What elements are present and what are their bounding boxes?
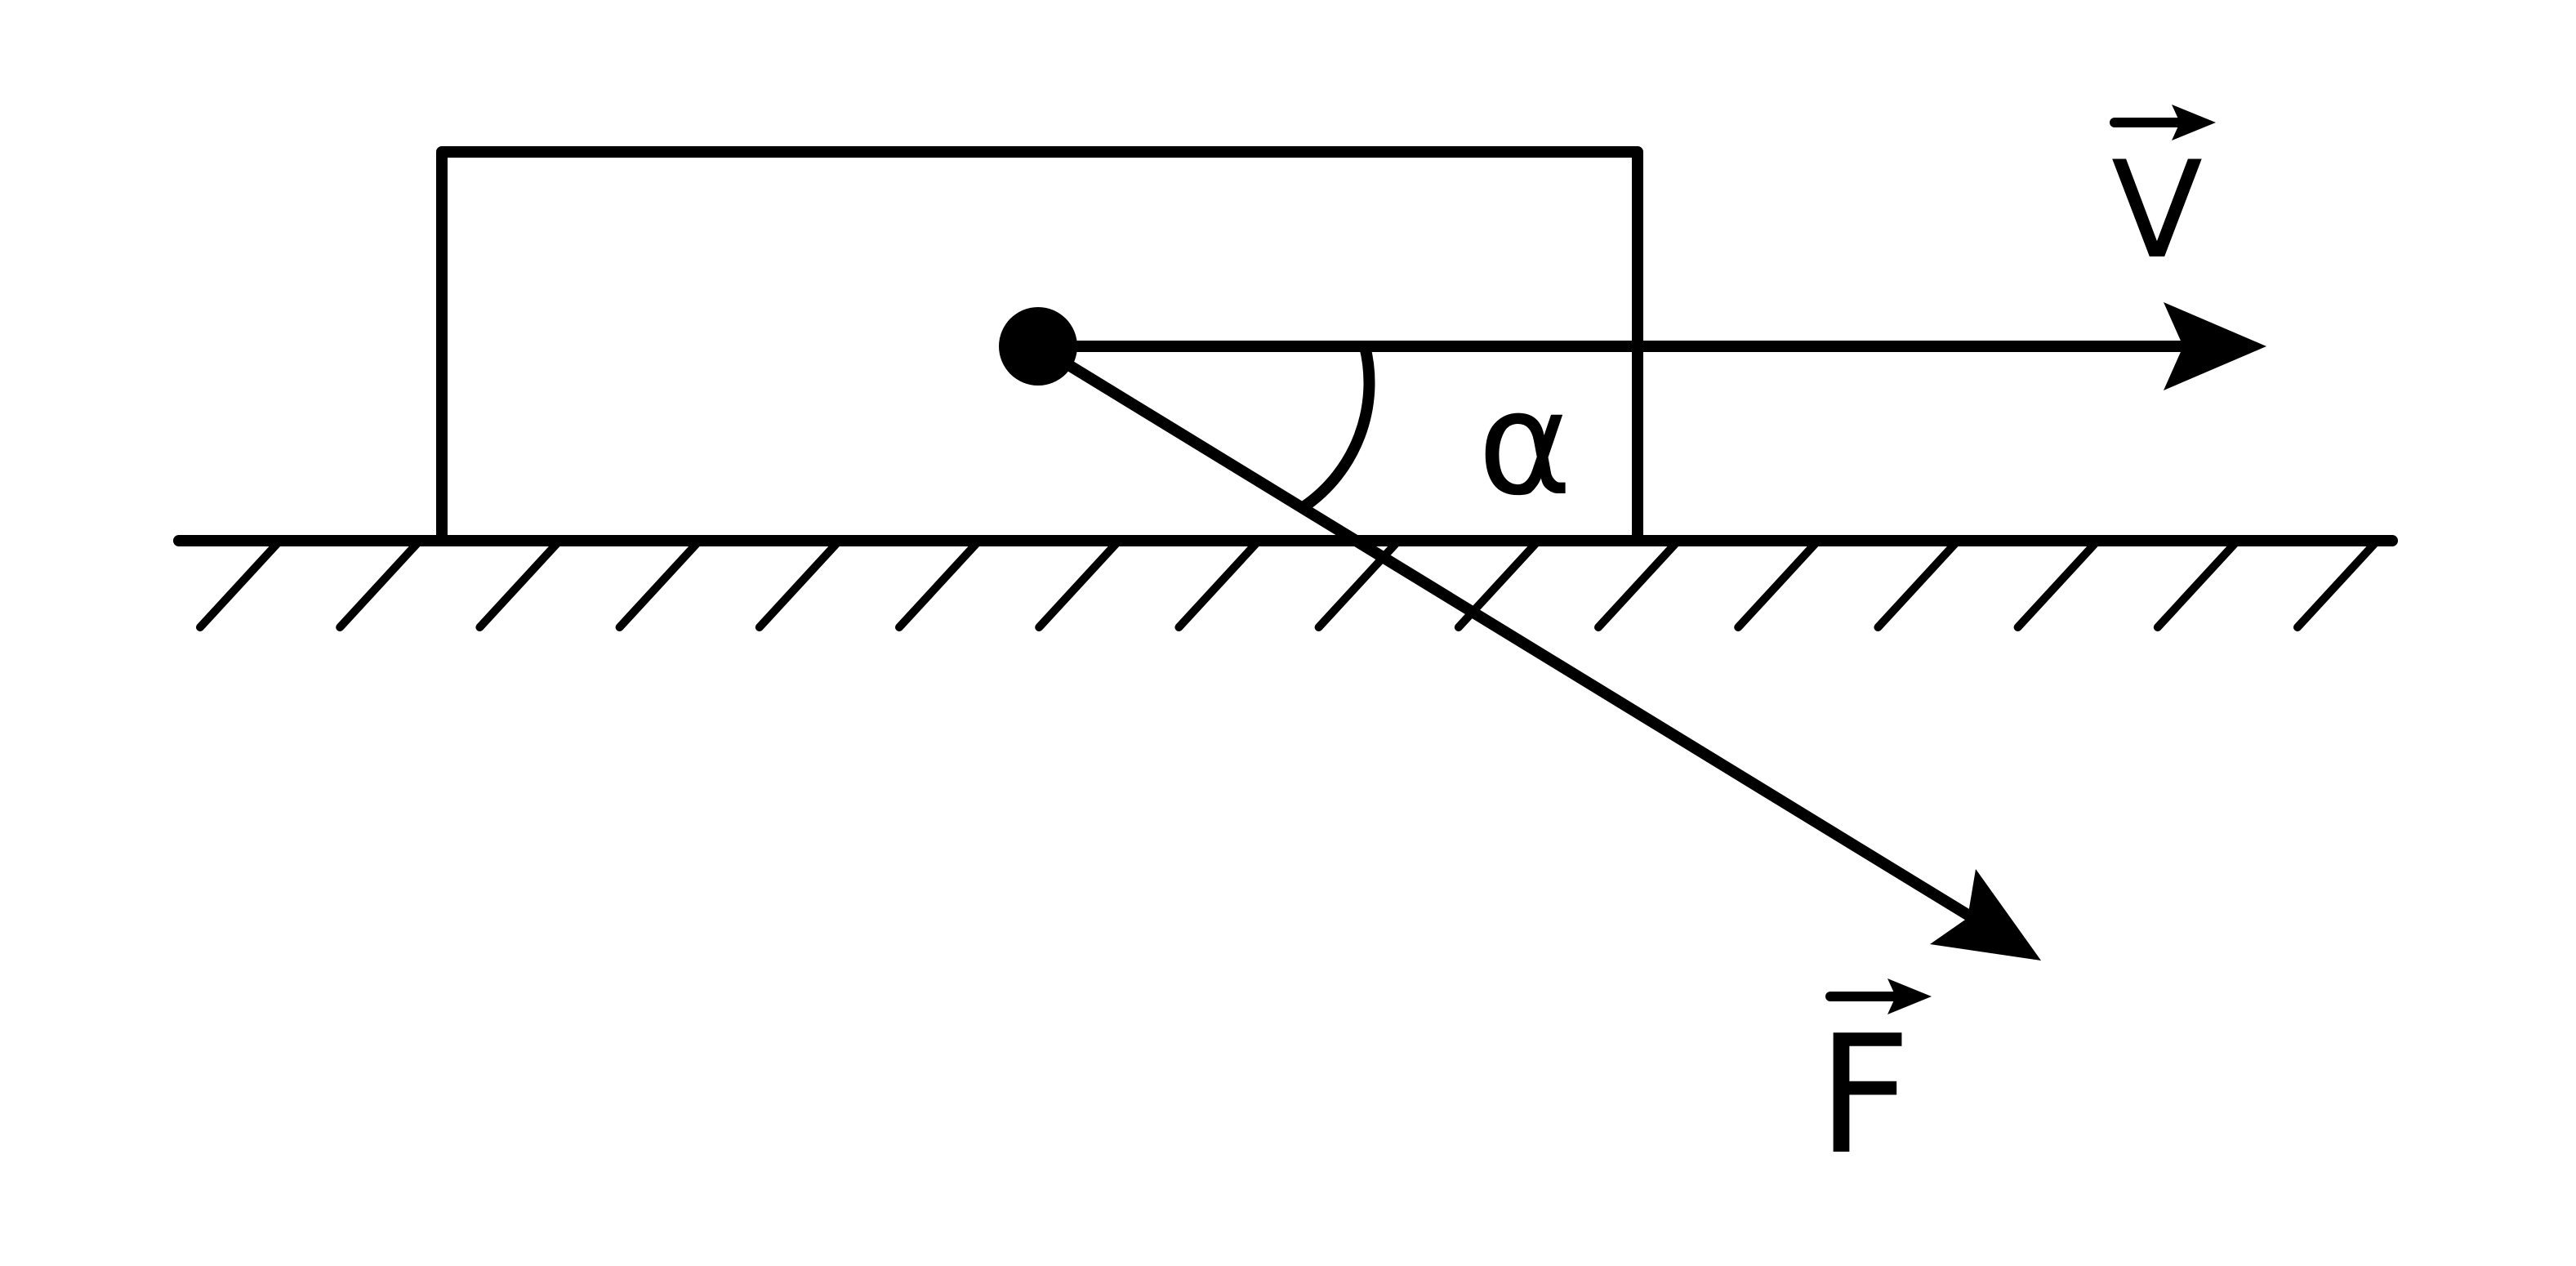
ground-hatch [1035, 540, 1121, 631]
ground-hatch [615, 540, 701, 631]
ground-hatch [1874, 540, 1959, 631]
ground-hatch [2293, 540, 2378, 631]
velocity-arrowhead [2164, 302, 2266, 390]
angle-label: α [1477, 360, 1572, 528]
ground-hatch [1734, 540, 1820, 631]
vector-arrowhead-icon [1887, 978, 1932, 1014]
ground-hatch [895, 540, 980, 631]
ground-hatch [2013, 540, 2099, 631]
vector-arrowhead-icon [2172, 105, 2216, 140]
force-label: F [1817, 1001, 1911, 1191]
ground-hatch [2153, 540, 2239, 631]
velocity-label-group: V [2110, 105, 2216, 288]
ground-hatch [336, 540, 421, 631]
ground-hatch [755, 540, 840, 631]
ground-hatch [475, 540, 561, 631]
application-point [999, 307, 1077, 386]
ground-hatch [1174, 540, 1260, 631]
ground-hatching [196, 540, 2378, 631]
velocity-label: V [2111, 132, 2203, 288]
force-arrowhead [1930, 869, 2041, 961]
force-vector [1035, 341, 1979, 925]
ground-hatch [196, 540, 281, 631]
angle-arc [1301, 345, 1375, 511]
ground-hatch [1594, 540, 1679, 631]
force-label-group: F [1817, 978, 1932, 1191]
